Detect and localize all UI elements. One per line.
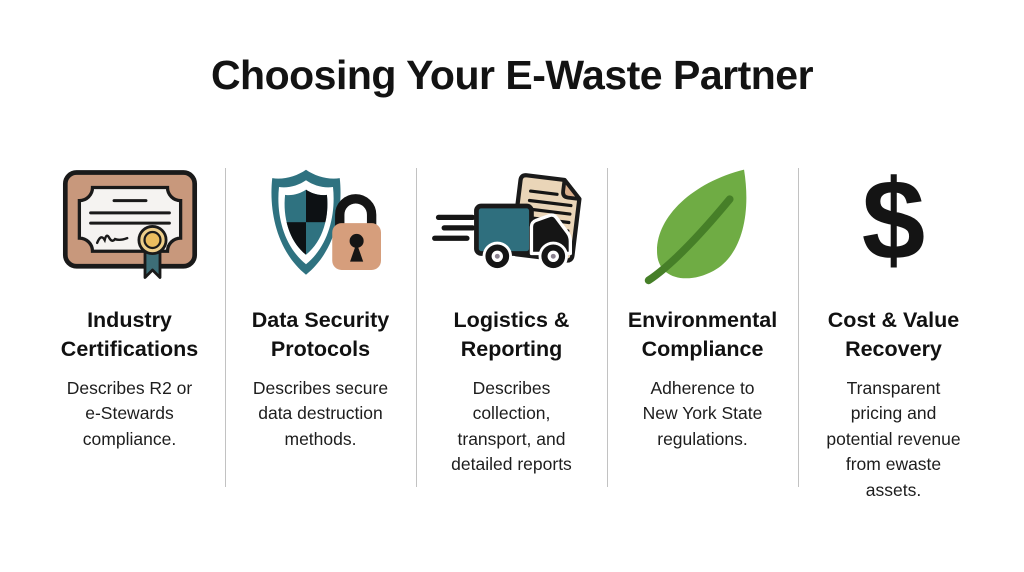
column-description: Describes R2 or e-Stewards compliance. — [66, 378, 193, 449]
shield-lock-icon — [270, 169, 381, 275]
icon-box — [613, 150, 792, 300]
icon-box — [422, 150, 601, 300]
column-heading: Cost & Value Recovery — [827, 308, 960, 362]
column-industry-certifications: Industry Certifications Describes R2 or … — [34, 150, 225, 503]
icon-box — [40, 150, 219, 300]
certificate-icon — [62, 170, 197, 279]
column-data-security: Data Security Protocols Describes secure… — [225, 150, 416, 503]
column-heading: Industry Certifications — [60, 308, 199, 362]
column-divider — [416, 168, 417, 487]
column-description: Transparent pricing and potential revenu… — [826, 378, 961, 500]
column-logistics-reporting: Logistics & Reporting Describes collecti… — [416, 150, 607, 503]
column-description: Describes secure data destruction method… — [252, 378, 389, 449]
column-description: Adherence to New York State regulations. — [642, 378, 763, 449]
leaf-icon — [644, 169, 746, 285]
icon-box: $ — [804, 150, 983, 300]
dollar-sign-icon: $ — [861, 157, 926, 284]
column-environmental-compliance: Environmental Compliance Adherence to Ne… — [607, 150, 798, 503]
column-cost-value-recovery: $ Cost & Value Recovery Transparent pric… — [798, 150, 989, 503]
column-divider — [225, 168, 226, 487]
column-heading: Data Security Protocols — [251, 308, 390, 362]
column-description: Describes collection, transport, and det… — [451, 378, 572, 475]
columns-row: Industry Certifications Describes R2 or … — [34, 150, 989, 503]
column-divider — [798, 168, 799, 487]
column-heading: Logistics & Reporting — [453, 308, 570, 362]
column-heading: Environmental Compliance — [627, 308, 778, 362]
delivery-truck-documents-icon — [431, 173, 582, 272]
icon-box — [231, 150, 410, 300]
page-title: Choosing Your E-Waste Partner — [210, 52, 814, 98]
column-divider — [607, 168, 608, 487]
